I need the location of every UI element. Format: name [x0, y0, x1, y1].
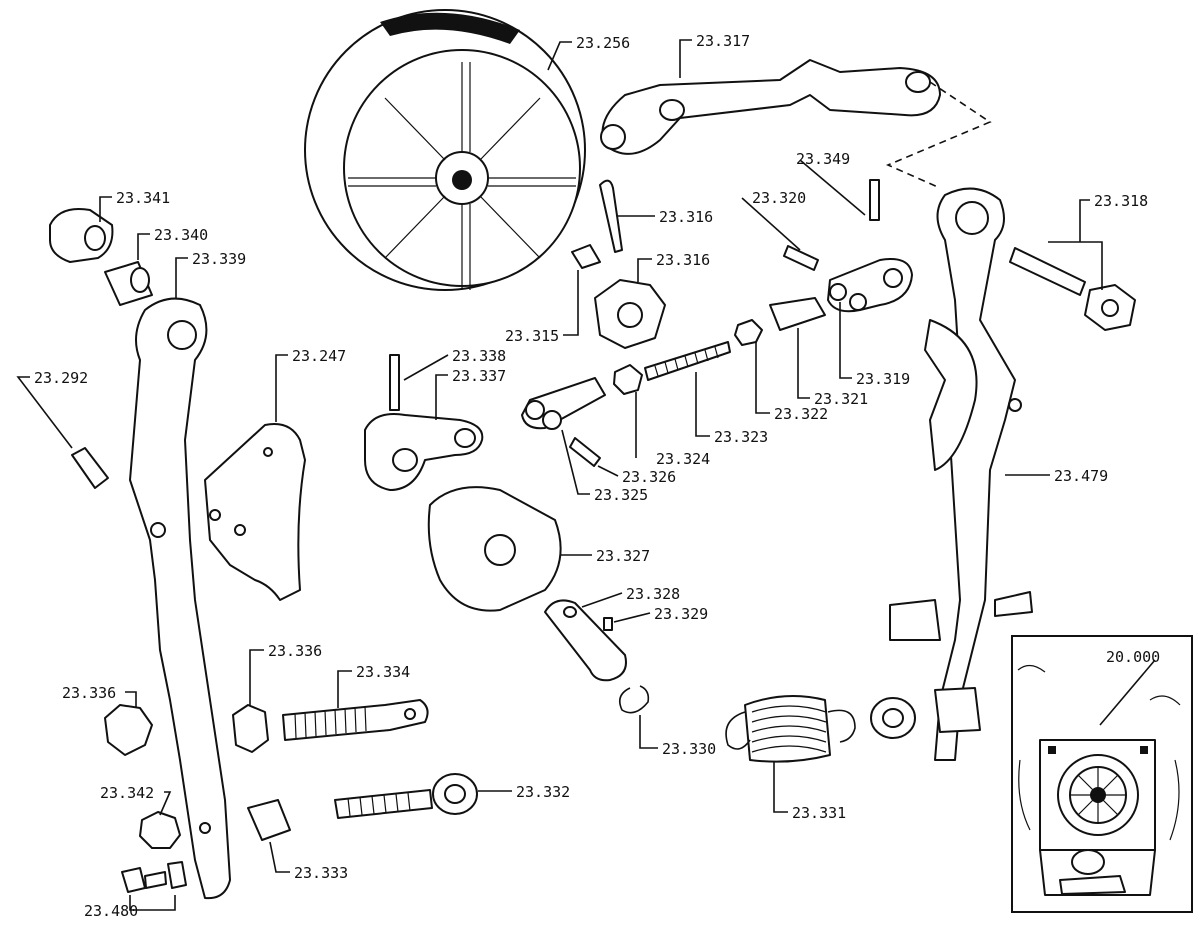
label-23-316-split-pin: 23.316 [659, 208, 713, 226]
label-23-326: 23.326 [622, 468, 676, 486]
sleeve-333 [247, 799, 291, 841]
label-23-331: 23.331 [792, 804, 846, 822]
bolt-with-nut [1009, 247, 1136, 331]
crank-arm [364, 413, 484, 491]
label-23-339: 23.339 [192, 250, 246, 268]
block-321 [769, 297, 826, 331]
label-23-342: 23.342 [100, 784, 154, 802]
eye-bolt-332 [334, 773, 478, 819]
label-23-256: 23.256 [576, 34, 630, 52]
label-23-317: 23.317 [696, 32, 750, 50]
inset-location-view [1011, 635, 1193, 913]
label-23-340: 23.340 [154, 226, 208, 244]
label-23-332: 23.332 [516, 783, 570, 801]
label-23-316-castle-nut: 23.316 [656, 251, 710, 269]
bushing-341 [49, 208, 114, 263]
label-23-322: 23.322 [774, 405, 828, 423]
label-23-341: 23.341 [116, 189, 170, 207]
label-23-479: 23.479 [1054, 467, 1108, 485]
label-23-336-castle-nut: 23.336 [62, 684, 116, 702]
label-23-334: 23.334 [356, 663, 410, 681]
castle-nut-342 [139, 811, 181, 849]
bolt-480 [121, 861, 187, 893]
label-23-247: 23.247 [292, 347, 346, 365]
threaded-rod [644, 341, 731, 381]
label-23-327: 23.327 [596, 547, 650, 565]
left-lever [129, 297, 231, 900]
bushing-340 [104, 261, 153, 306]
yoke-clevis [827, 258, 913, 313]
label-23-333: 23.333 [294, 864, 348, 882]
label-23-338: 23.338 [452, 347, 506, 365]
right-lever [870, 187, 1033, 761]
circlip-330 [619, 685, 650, 714]
nut-322 [734, 319, 763, 346]
label-23-480: 23.480 [84, 902, 138, 920]
label-23-329: 23.329 [654, 605, 708, 623]
key-329 [603, 617, 613, 631]
pin-349 [869, 179, 880, 221]
label-23-319: 23.319 [856, 370, 910, 388]
label-23-336-nut: 23.336 [268, 642, 322, 660]
threaded-end-334 [282, 699, 429, 741]
key-315 [571, 244, 601, 269]
label-23-321: 23.321 [814, 390, 868, 408]
pin-320 [783, 245, 819, 271]
connecting-link [600, 59, 992, 189]
bracket-247 [204, 423, 306, 601]
tension-spring [725, 695, 856, 763]
label-23-349: 23.349 [796, 150, 850, 168]
label-23-292: 23.292 [34, 369, 88, 387]
castle-nut-336-left [104, 704, 153, 756]
label-23-323: 23.323 [714, 428, 768, 446]
nut-324 [613, 364, 643, 395]
pin-338 [389, 354, 400, 411]
split-pin-316 [599, 179, 623, 253]
flywheel [304, 9, 586, 291]
label-23-330: 23.330 [662, 740, 716, 758]
cam-327 [427, 486, 562, 612]
pin-326 [569, 437, 601, 467]
label-20-000: 20.000 [1106, 648, 1160, 666]
leader-lines [16, 39, 1156, 911]
label-23-324: 23.324 [656, 450, 710, 468]
label-23-318: 23.318 [1094, 192, 1148, 210]
clevis-325 [521, 377, 606, 430]
label-23-320: 23.320 [752, 189, 806, 207]
castle-nut [594, 279, 666, 349]
pin-292 [71, 447, 109, 489]
nut-336 [232, 704, 269, 753]
label-23-325: 23.325 [594, 486, 648, 504]
label-23-315: 23.315 [505, 327, 559, 345]
cylinder-pin-328 [544, 599, 627, 682]
label-23-337: 23.337 [452, 367, 506, 385]
part-labels: 23.256 23.317 23.349 23.341 23.340 23.33… [34, 32, 1160, 920]
label-23-328: 23.328 [626, 585, 680, 603]
